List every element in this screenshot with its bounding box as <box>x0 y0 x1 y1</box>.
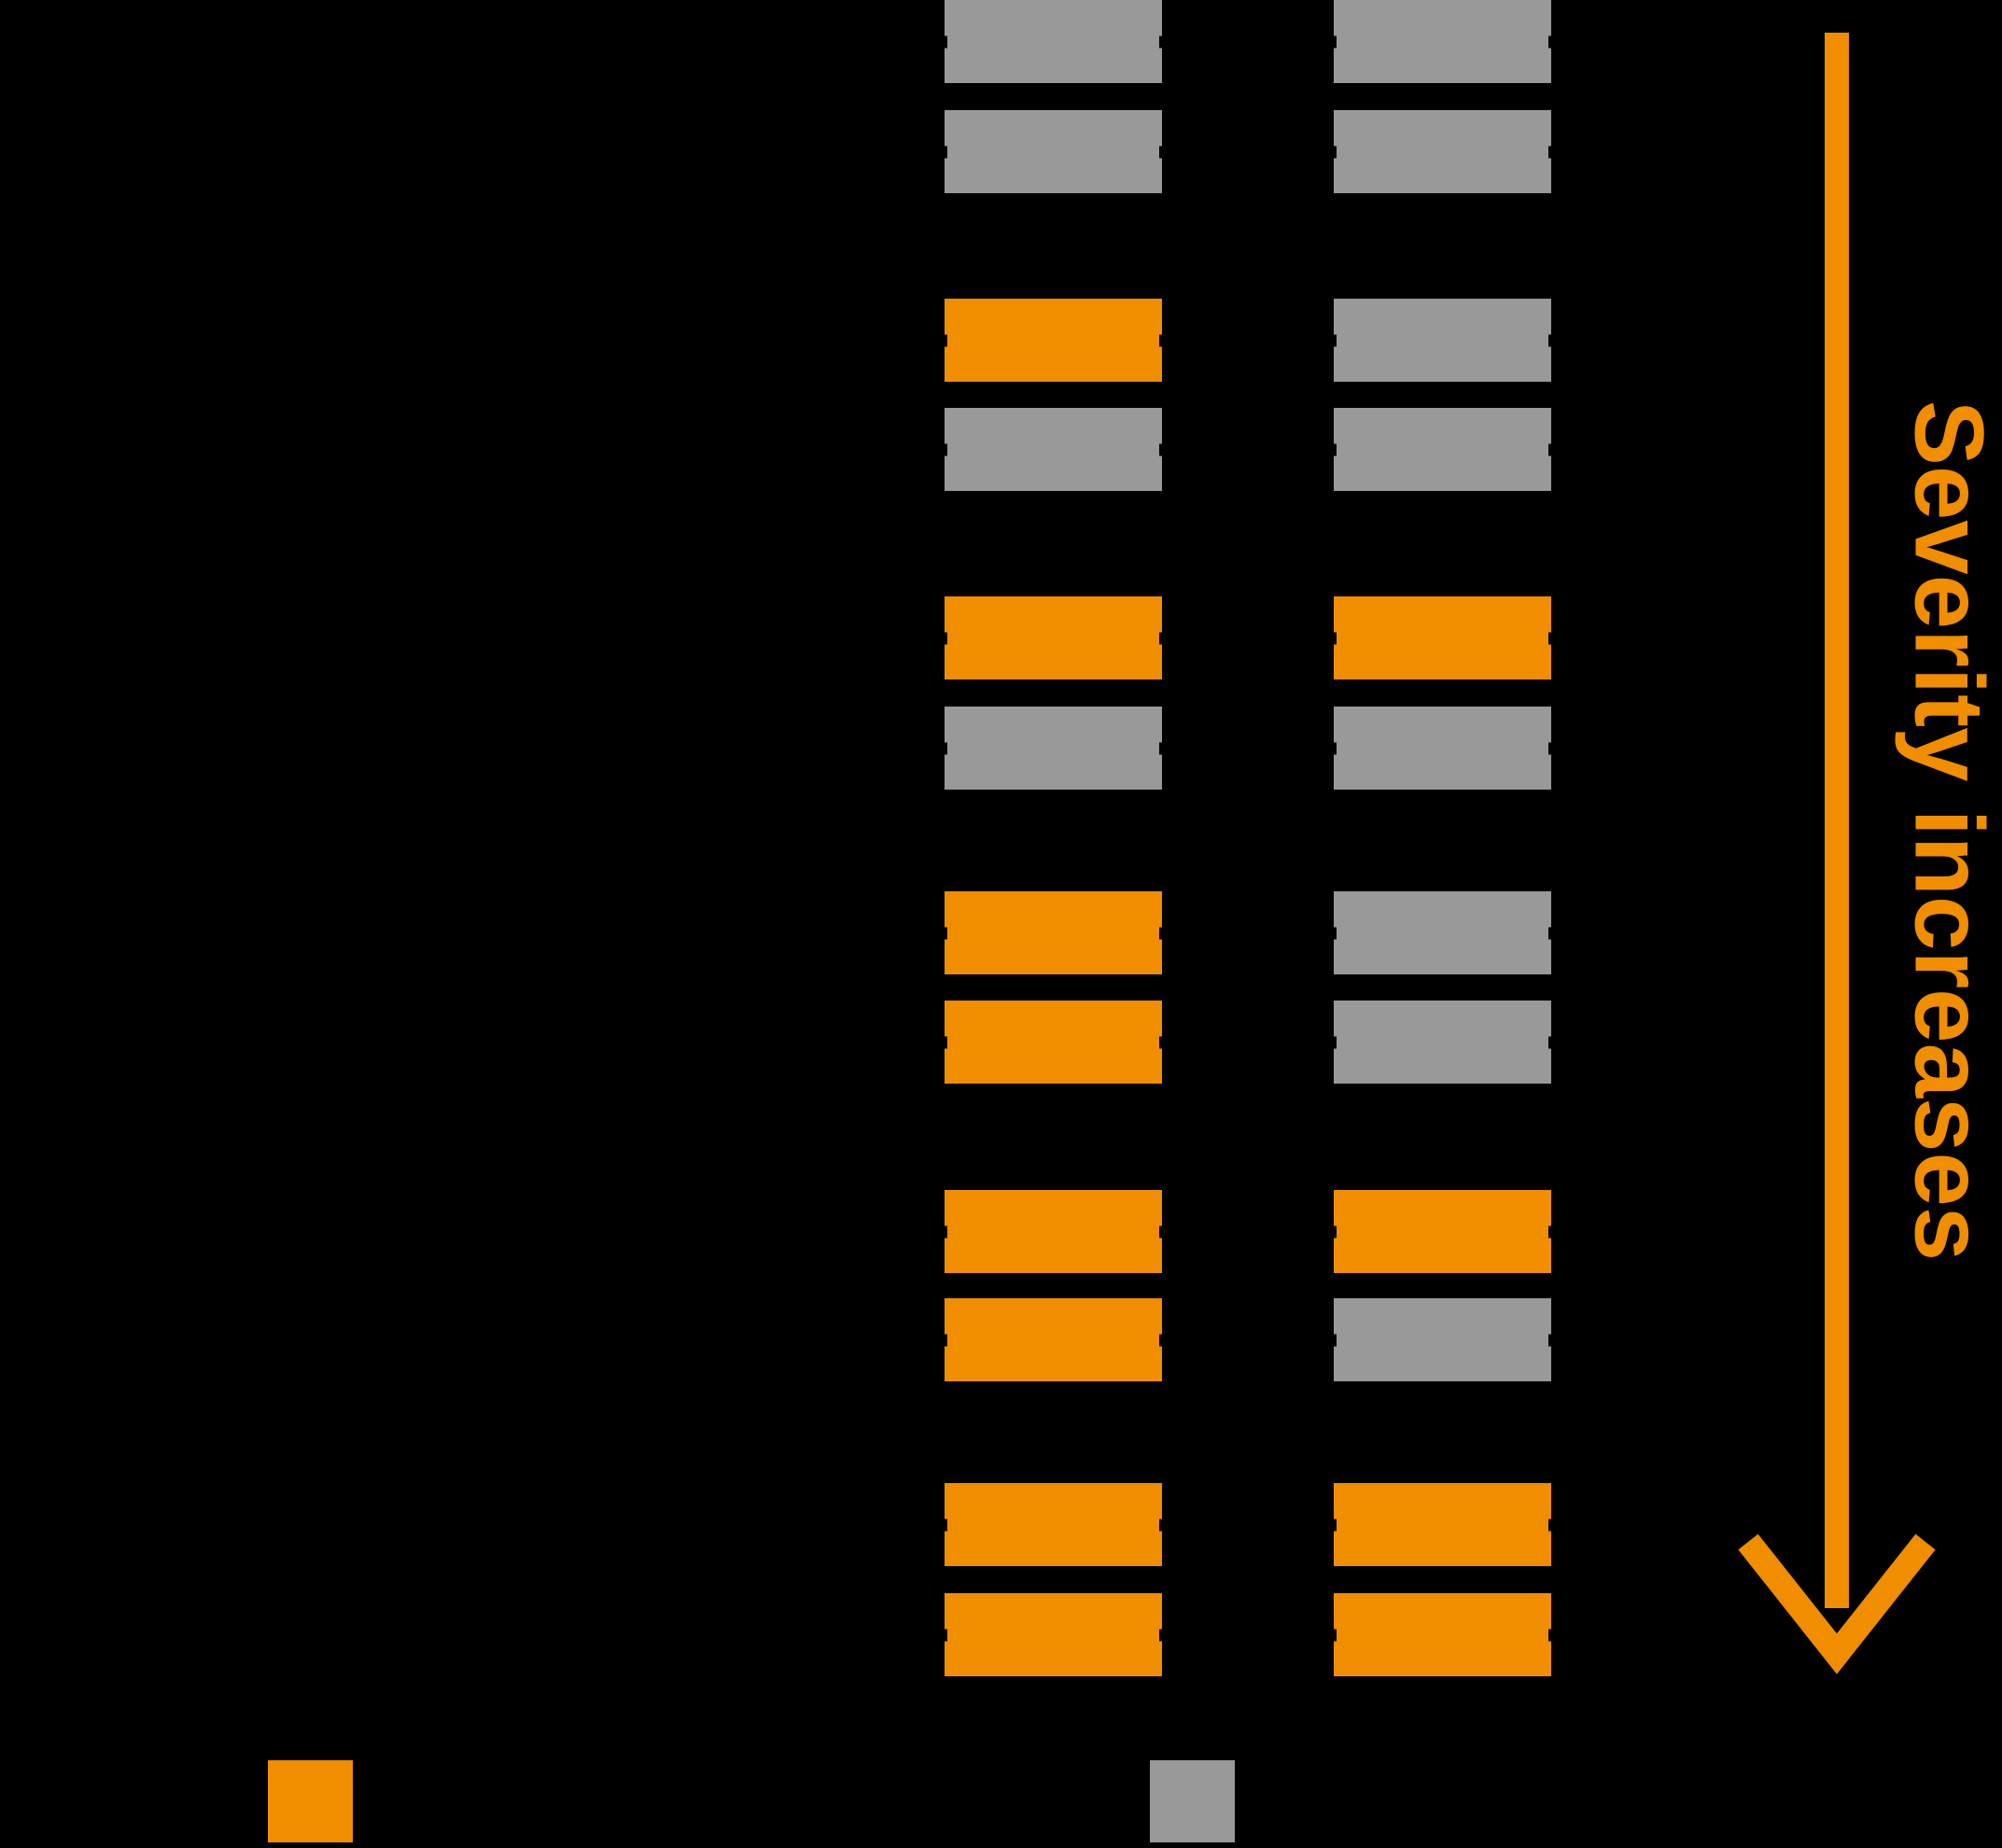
severity-arrow-label: Severity increases <box>1894 399 2002 1262</box>
grid-cell <box>945 596 1162 679</box>
arrow-head-icon <box>1738 1533 1936 1674</box>
grid-cell <box>945 1001 1162 1084</box>
grid-cell <box>945 299 1162 382</box>
grid-cell <box>1334 1298 1551 1381</box>
grid-cell <box>1334 1190 1551 1273</box>
grid-cell <box>945 891 1162 974</box>
grid-cell <box>1334 408 1551 491</box>
grid-cell <box>945 1593 1162 1676</box>
legend-swatch-orange <box>268 1760 353 1842</box>
arrow-shaft <box>1825 33 1849 1608</box>
grid-cell <box>945 408 1162 491</box>
grid-cell <box>1334 110 1551 193</box>
legend-swatch-gray <box>1150 1760 1235 1842</box>
grid-cell <box>1334 0 1551 83</box>
grid-cell <box>945 1190 1162 1273</box>
grid-cell <box>945 1298 1162 1381</box>
grid-cell <box>1334 596 1551 679</box>
grid-cell <box>1334 1593 1551 1676</box>
grid-cell <box>1334 299 1551 382</box>
grid-cell <box>945 1483 1162 1566</box>
grid-cell <box>1334 707 1551 790</box>
grid-cell <box>1334 1483 1551 1566</box>
grid-cell <box>1334 1001 1551 1084</box>
grid-cell <box>945 707 1162 790</box>
grid-cell <box>1334 891 1551 974</box>
grid-cell <box>945 0 1162 83</box>
grid-cell <box>945 110 1162 193</box>
